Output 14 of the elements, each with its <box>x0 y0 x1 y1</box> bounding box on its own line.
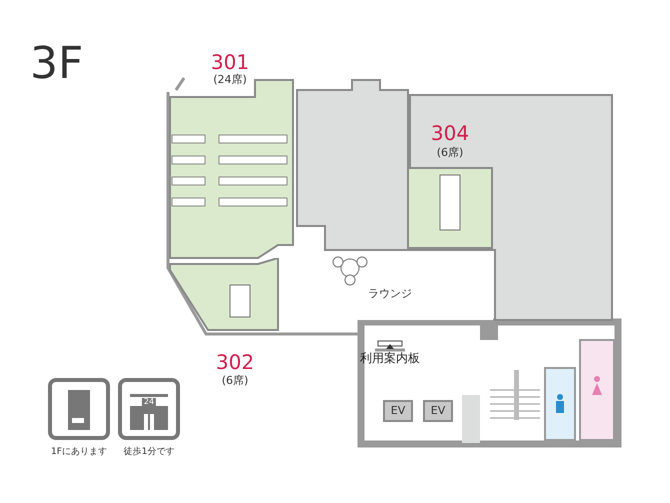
area-label: ラウンジ <box>368 288 412 299</box>
notice-board-label: 利用案内板 <box>360 352 420 364</box>
icon-caption: 1Fにあります <box>51 448 107 457</box>
floor-title: 3F <box>30 42 84 86</box>
elevator-label: EV <box>390 405 406 416</box>
seat-count: (6席) <box>222 375 248 386</box>
store-sign-text: 24 <box>142 398 156 406</box>
room-number: 304 <box>430 123 470 143</box>
elevator-label: EV <box>430 405 446 416</box>
seat-count: (24席) <box>213 74 247 85</box>
room-number: 301 <box>210 52 250 72</box>
room-number: 302 <box>216 352 254 372</box>
seat-count: (6席) <box>436 147 464 158</box>
icon-caption: 徒歩1分です <box>124 448 174 457</box>
